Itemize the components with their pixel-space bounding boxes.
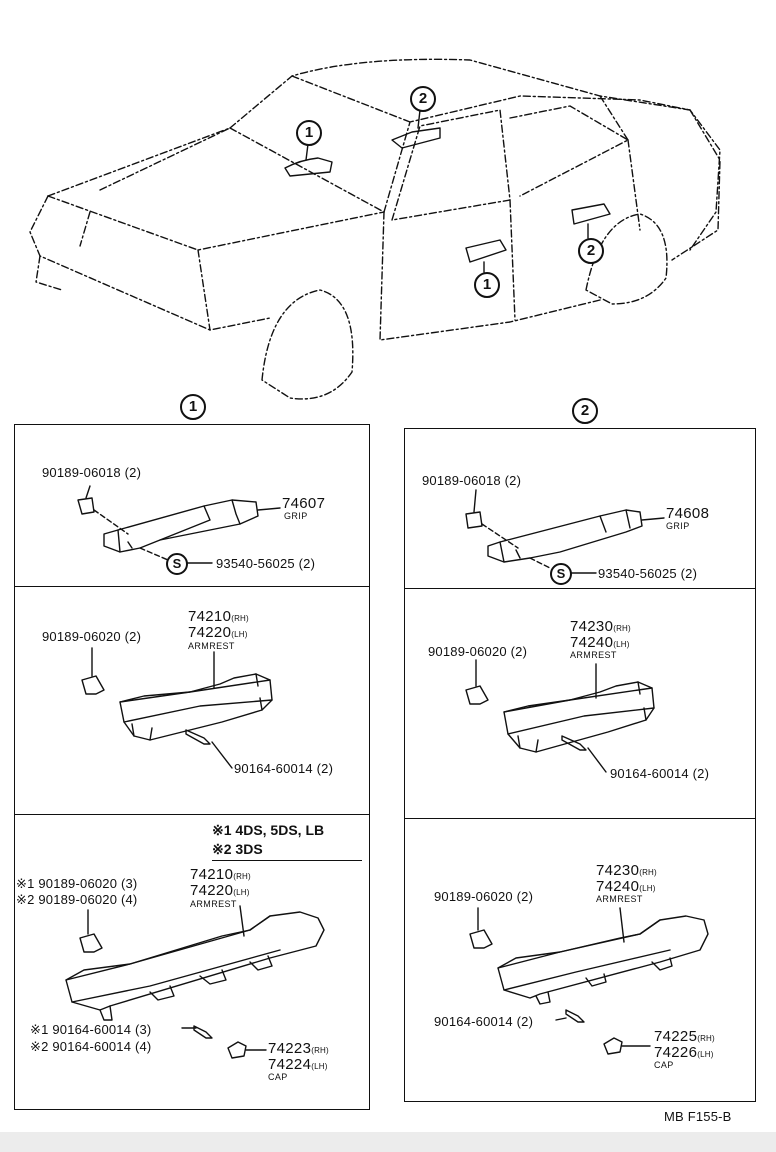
clip-part-number: 90189-06020 (2) [434, 889, 534, 904]
car-grip-markers [284, 109, 611, 273]
note-underline [212, 860, 362, 861]
screw-part-number: 90164-60014 (2) [234, 761, 334, 776]
divider-1a [14, 586, 370, 587]
screw-s-mark: S [166, 553, 188, 575]
clip-part-number: 90189-06020 (2) [42, 629, 142, 644]
grip-part-name: GRIP [284, 511, 308, 521]
cap-lh-part-number: 74226(LH) [654, 1044, 714, 1061]
armrest-74210-drawing [81, 647, 273, 769]
armrest-lh-part-number: 74240(LH) [570, 634, 630, 651]
armrest-part-name: ARMREST [190, 899, 237, 909]
section-label-2: 2 [572, 398, 598, 424]
screw-part-number: 93540-56025 (2) [216, 556, 316, 571]
armrest-rh-part-number: 74210(RH) [190, 866, 251, 883]
car-wheels [261, 213, 668, 400]
screw-s-mark: S [550, 563, 572, 585]
diagram-code: MB F155-B [664, 1109, 732, 1124]
armrest-74230-drawing [465, 659, 655, 773]
grip-part-name: GRIP [666, 521, 690, 531]
callout-1-roof: 1 [296, 120, 322, 146]
grip-part-number: 74607 [282, 495, 326, 512]
clip-part-number-variant-1: ※1 90189-06020 (3) [16, 876, 138, 891]
cap-rh-part-number: 74225(RH) [654, 1028, 715, 1045]
cap-lh-part-number: 74224(LH) [268, 1056, 328, 1073]
screw-part-number-variant-1: ※1 90164-60014 (3) [30, 1022, 152, 1037]
armrest-rh-part-number: 74230(RH) [570, 618, 631, 635]
divider-2b [404, 818, 756, 819]
divider-2a [404, 588, 756, 589]
armrest-part-name: ARMREST [188, 641, 235, 651]
grip-74608-drawing [465, 489, 665, 574]
callout-2-door: 2 [578, 238, 604, 264]
section-label-1: 1 [180, 394, 206, 420]
armrest-lh-part-number: 74220(LH) [190, 882, 250, 899]
armrest-rh-part-number: 74210(RH) [188, 608, 249, 625]
clip-part-number: 90189-06020 (2) [428, 644, 528, 659]
grip-part-number: 74608 [666, 505, 710, 522]
screw-part-number: 90164-60014 (2) [434, 1014, 534, 1029]
note-1: ※1 4DS, 5DS, LB [212, 822, 325, 838]
armrest-part-name: ARMREST [596, 894, 643, 904]
screw-part-number: 90164-60014 (2) [610, 766, 710, 781]
clip-part-number: 90189-06018 (2) [42, 465, 142, 480]
note-2: ※2 3DS [212, 841, 263, 857]
footer-bar [0, 1132, 776, 1152]
armrest-rh-part-number: 74230(RH) [596, 862, 657, 879]
armrest-lh-part-number: 74220(LH) [188, 624, 248, 641]
car-illustration [29, 58, 721, 341]
divider-1b [14, 814, 370, 815]
armrest-74230-large-drawing [469, 907, 709, 1055]
callout-2-roof: 2 [410, 86, 436, 112]
armrest-lh-part-number: 74240(LH) [596, 878, 656, 895]
clip-part-number: 90189-06018 (2) [422, 473, 522, 488]
cap-rh-part-number: 74223(RH) [268, 1040, 329, 1057]
armrest-part-name: ARMREST [570, 650, 617, 660]
panel-section-1 [14, 424, 370, 1110]
cap-part-name: CAP [654, 1060, 674, 1070]
cap-part-name: CAP [268, 1072, 288, 1082]
clip-part-number-variant-2: ※2 90189-06020 (4) [16, 892, 138, 907]
panel-section-2 [404, 428, 756, 1102]
screw-part-number: 93540-56025 (2) [598, 566, 698, 581]
callout-1-door: 1 [474, 272, 500, 298]
armrest-74210-large-drawing [65, 905, 325, 1059]
screw-part-number-variant-2: ※2 90164-60014 (4) [30, 1039, 152, 1054]
